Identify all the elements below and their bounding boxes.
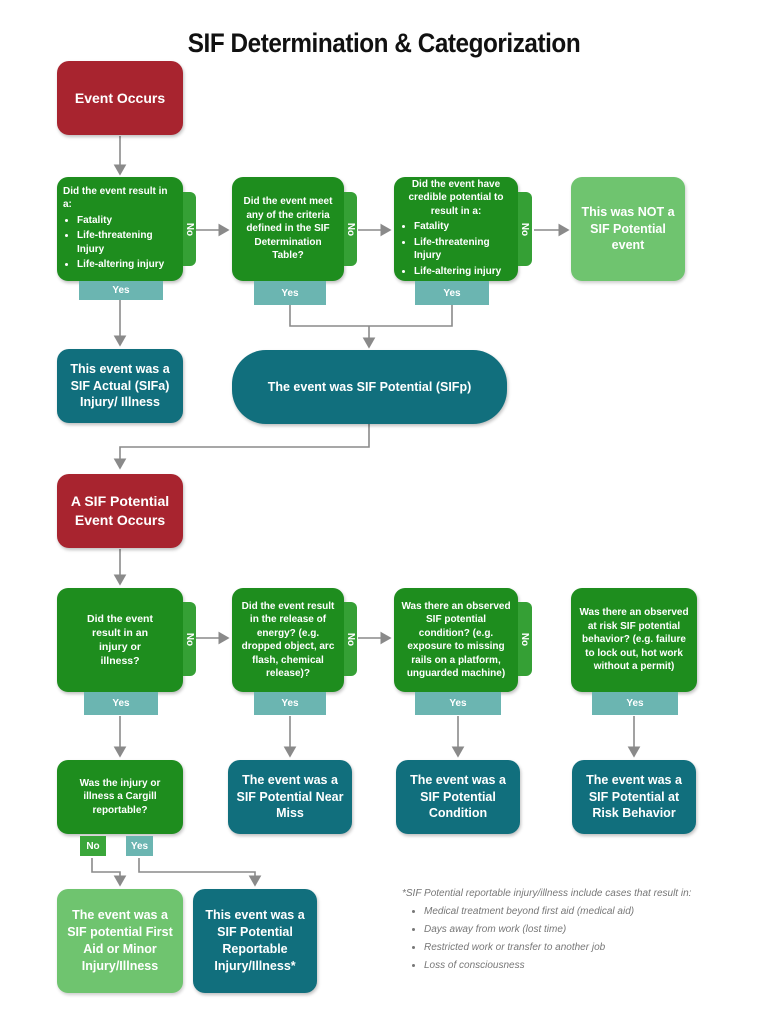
- bottom-q5-box: Was the injury or illness a Cargill repo…: [57, 760, 183, 834]
- top-q3-bullet: Life-threatening Injury: [414, 236, 512, 263]
- behavior-box: The event was a SIF Potential at Risk Be…: [572, 760, 696, 834]
- page-title: SIF Determination & Categorization: [187, 28, 581, 58]
- top-q2-box: Did the event meet any of the criteria d…: [232, 177, 344, 281]
- top-q1-no-tab: No: [183, 192, 196, 266]
- top-q2-no-tab: No: [344, 192, 357, 266]
- first-aid-box: The event was a SIF potential First Aid …: [57, 889, 183, 993]
- top-q3-bullet: Fatality: [414, 220, 512, 234]
- footnote-heading: *SIF Potential reportable injury/illness…: [402, 888, 692, 899]
- bottom-q5-text: Was the injury or illness a Cargill repo…: [79, 777, 161, 816]
- not-sif-label: This was NOT a SIF Potential event: [581, 204, 675, 253]
- bottom-q2-text: Did the event result in the release of e…: [241, 600, 335, 680]
- bottom-q3-no-tab: No: [518, 602, 532, 676]
- top-q3-no-tab: No: [518, 192, 532, 266]
- behavior-label: The event was a SIF Potential at Risk Be…: [586, 772, 682, 821]
- bottom-q1-yes-tab: Yes: [84, 692, 158, 715]
- not-sif-box: This was NOT a SIF Potential event: [571, 177, 685, 281]
- top-q3-yes-tab: Yes: [415, 281, 489, 305]
- sifp-label: The event was SIF Potential (SIFp): [267, 379, 472, 394]
- top-q2-yes-tab: Yes: [254, 281, 326, 305]
- footnote-item: Restricted work or transfer to another j…: [424, 942, 702, 953]
- top-q1-bullet: Life-altering injury: [77, 258, 177, 272]
- top-q1-yes-tab: Yes: [79, 281, 163, 300]
- top-q1-box: Did the event result in a: Fatality Life…: [57, 177, 183, 281]
- footnote-item: Days away from work (lost time): [424, 924, 702, 935]
- bottom-q5-no-tab: No: [80, 836, 106, 856]
- event-occurs-label: Event Occurs: [74, 89, 166, 106]
- condition-label: The event was a SIF Potential Condition: [410, 772, 506, 821]
- reportable-label: This event was a SIF Potential Reportabl…: [205, 908, 305, 973]
- bottom-q1-text: Did the event result in an injury or ill…: [87, 612, 153, 668]
- top-q3-bullet: Life-altering injury: [414, 265, 512, 279]
- top-q1-prompt: Did the event result in a:: [63, 185, 168, 211]
- bottom-q4-yes-tab: Yes: [592, 692, 678, 715]
- bottom-q3-yes-tab: Yes: [415, 692, 501, 715]
- top-q1-bullet: Life-threatening Injury: [77, 229, 177, 256]
- bottom-q4-box: Was there an observed at risk SIF potent…: [571, 588, 697, 692]
- footnote-item: Loss of consciousness: [424, 960, 702, 971]
- top-q2-text: Did the event meet any of the criteria d…: [243, 196, 333, 262]
- sifa-box: This event was a SIF Actual (SIFa) Injur…: [57, 349, 183, 423]
- sif-potential-occurs-box: A SIF Potential Event Occurs: [57, 474, 183, 548]
- bottom-q2-no-tab: No: [344, 602, 357, 676]
- first-aid-label: The event was a SIF potential First Aid …: [67, 908, 173, 973]
- bottom-q3-text: Was there an observed SIF potential cond…: [401, 600, 511, 680]
- event-occurs-box: Event Occurs: [57, 61, 183, 135]
- condition-box: The event was a SIF Potential Condition: [396, 760, 520, 834]
- bottom-q4-text: Was there an observed at risk SIF potent…: [579, 607, 689, 673]
- footnote-item: Medical treatment beyond first aid (medi…: [424, 906, 702, 917]
- bottom-q2-yes-tab: Yes: [254, 692, 326, 715]
- top-q3-box: Did the event have credible potential to…: [394, 177, 518, 281]
- near-miss-box: The event was a SIF Potential Near Miss: [228, 760, 352, 834]
- top-q3-prompt: Did the event have credible potential to…: [408, 178, 504, 217]
- near-miss-label: The event was a SIF Potential Near Miss: [236, 772, 344, 821]
- bottom-q2-box: Did the event result in the release of e…: [232, 588, 344, 692]
- bottom-q5-yes-tab: Yes: [126, 836, 153, 856]
- bottom-q3-box: Was there an observed SIF potential cond…: [394, 588, 518, 692]
- top-q1-bullet: Fatality: [77, 214, 177, 228]
- sifa-label: This event was a SIF Actual (SIFa) Injur…: [70, 361, 170, 410]
- bottom-q1-no-tab: No: [183, 602, 196, 676]
- sifp-box: The event was SIF Potential (SIFp): [232, 350, 507, 424]
- footnote: *SIF Potential reportable injury/illness…: [402, 888, 702, 978]
- sif-potential-occurs-label: A SIF Potential Event Occurs: [70, 493, 170, 528]
- bottom-q1-box: Did the event result in an injury or ill…: [57, 588, 183, 692]
- reportable-box: This event was a SIF Potential Reportabl…: [193, 889, 317, 993]
